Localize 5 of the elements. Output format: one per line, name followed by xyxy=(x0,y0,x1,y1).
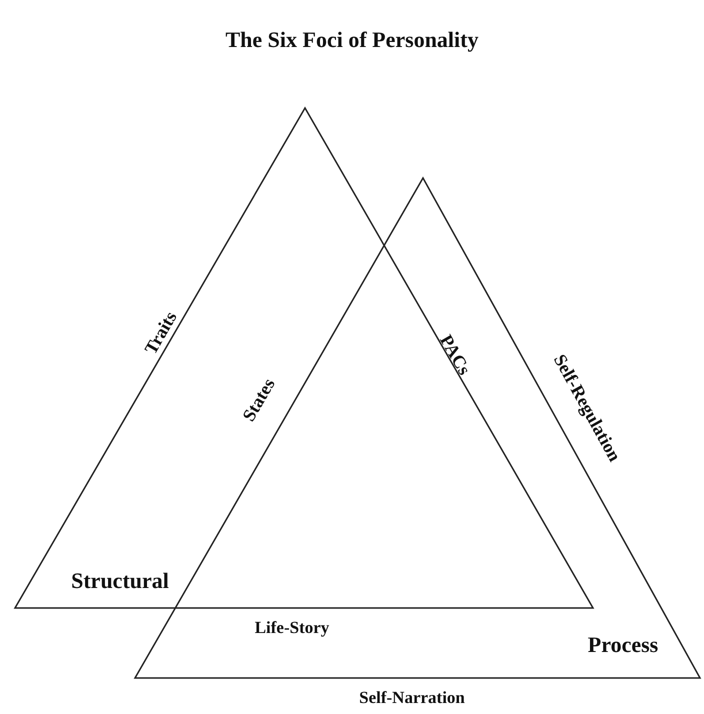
corner-label: Process xyxy=(588,632,658,658)
side-label: Self-Narration xyxy=(359,688,465,708)
side-label: Life-Story xyxy=(254,618,330,638)
title: The Six Foci of Personality xyxy=(226,27,478,53)
corner-label: Structural xyxy=(71,568,169,594)
